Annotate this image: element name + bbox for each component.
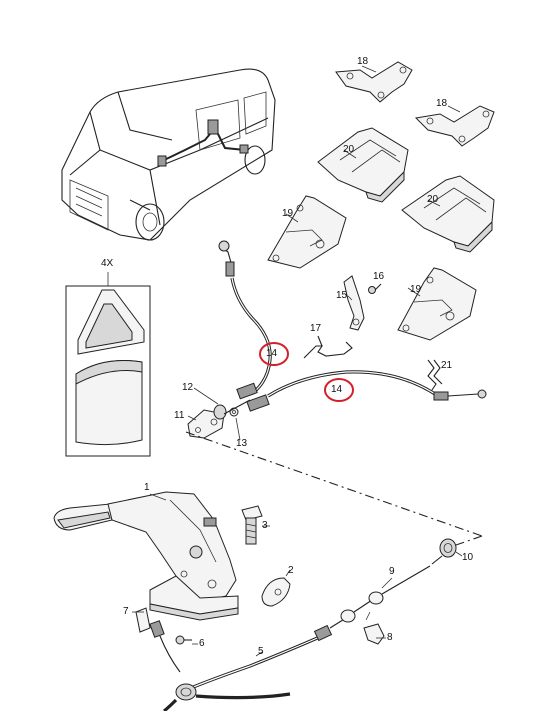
label-part-11: 11 <box>174 410 185 421</box>
dash-line-upper <box>185 431 483 537</box>
label-part-6: 6 <box>199 638 205 649</box>
label-part-18-lower: 18 <box>436 98 448 109</box>
label-part-9: 9 <box>389 566 395 577</box>
bracket-18-top <box>335 61 413 103</box>
label-part-10: 10 <box>462 552 474 563</box>
screw-16 <box>368 283 382 294</box>
clip-21 <box>427 359 443 391</box>
leader-lines <box>132 65 463 657</box>
cable-14-right <box>246 370 487 412</box>
pad-4x-box <box>65 272 151 457</box>
bracket-19-right <box>397 267 477 341</box>
spring-clip-17 <box>303 335 353 359</box>
cable-14-left <box>218 240 272 400</box>
label-part-21: 21 <box>441 360 453 371</box>
label-part-1: 1 <box>144 482 150 493</box>
bracket-19-left <box>267 195 347 269</box>
label-qty-4x: 4X <box>101 258 114 269</box>
clip-7 <box>135 607 151 633</box>
label-part-16: 16 <box>373 271 385 282</box>
equalizer-11 <box>187 409 225 439</box>
label-part-14-right: 14 <box>331 384 343 395</box>
label-part-8: 8 <box>387 632 393 643</box>
cover-2 <box>261 577 291 607</box>
label-part-5: 5 <box>258 646 264 657</box>
label-part-13: 13 <box>236 438 248 449</box>
rod-9 <box>340 565 431 623</box>
cable-5 <box>149 617 347 713</box>
handbrake-lever-1 <box>53 491 239 621</box>
label-part-2: 2 <box>288 565 294 576</box>
bracket-20-lower <box>401 175 495 253</box>
label-part-18-top: 18 <box>357 56 369 67</box>
label-part-15: 15 <box>336 290 348 301</box>
bolt-3 <box>241 505 263 545</box>
label-part-14-left: 14 <box>266 348 278 359</box>
bush-10 <box>431 538 457 565</box>
bracket-20-top <box>317 127 409 203</box>
van-illustration <box>61 68 276 241</box>
clip-15 <box>343 275 365 331</box>
highlight-circle-14-right <box>324 378 354 402</box>
highlight-circle-14-left <box>259 342 289 366</box>
clip-8 <box>363 611 385 645</box>
label-part-17: 17 <box>310 323 322 334</box>
bracket-18-lower <box>414 105 495 147</box>
bush-12 <box>213 404 227 420</box>
label-part-12: 12 <box>182 382 194 393</box>
label-part-19-right: 19 <box>410 284 422 295</box>
dash-line-corner <box>455 535 483 546</box>
label-part-3: 3 <box>262 520 268 531</box>
label-part-7: 7 <box>123 606 129 617</box>
label-part-20-top: 20 <box>343 144 355 155</box>
screw-6 <box>175 635 192 645</box>
label-part-20-lower: 20 <box>427 194 439 205</box>
label-part-19-left: 19 <box>282 208 294 219</box>
